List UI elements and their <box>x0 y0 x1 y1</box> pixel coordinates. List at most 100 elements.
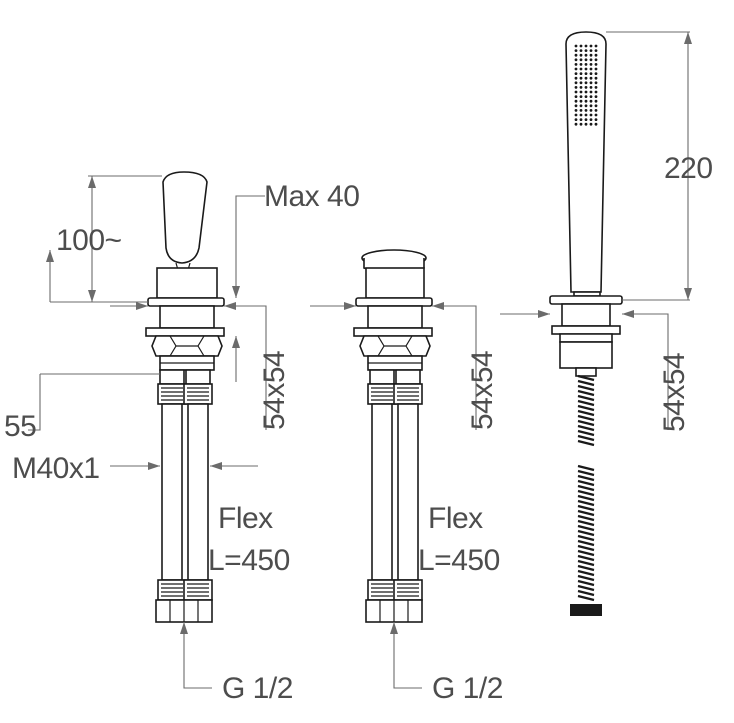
hose-coil <box>577 549 595 557</box>
mixer-lever-unit <box>28 171 267 689</box>
nozzle-dot <box>589 86 593 89</box>
nozzle-dot <box>594 49 598 52</box>
nozzle-dot <box>594 99 598 103</box>
flex-hoses-left <box>155 369 213 623</box>
nozzle-dot <box>589 99 593 103</box>
hose-coil <box>577 484 595 492</box>
nozzle-dot <box>579 99 583 103</box>
nozzle-dot <box>589 76 593 80</box>
nozzle-dot <box>584 113 588 117</box>
nozzle-dot <box>574 118 578 121</box>
label-connection-middle: G 1/2 <box>432 672 503 705</box>
hose-coil <box>577 489 595 497</box>
hose-coil <box>577 429 595 437</box>
spray-nozzles <box>574 44 598 126</box>
label-square-left: 54x54 <box>258 351 291 430</box>
dimension-lines-right <box>500 31 692 430</box>
nozzle-dot <box>584 86 588 89</box>
nozzle-dot <box>579 118 583 121</box>
hose-coil <box>577 529 595 537</box>
nozzle-dot <box>579 104 583 108</box>
lever-handle <box>162 171 208 264</box>
dimension-lines-left <box>28 175 267 689</box>
nozzle-dot <box>579 76 583 80</box>
hand-shower <box>565 31 607 293</box>
hose-coil <box>577 559 595 567</box>
hose-coil <box>577 494 595 502</box>
hose-coil <box>577 509 595 517</box>
hose-coil <box>577 569 595 577</box>
nozzle-dot <box>584 76 588 80</box>
hose-coil <box>577 419 595 427</box>
label-square-middle: 54x54 <box>466 351 499 430</box>
label-thread: M40x1 <box>12 452 100 485</box>
nozzle-dot <box>594 104 598 108</box>
hose-coil <box>577 479 595 487</box>
hose-coil <box>577 514 595 522</box>
nozzle-dot <box>584 81 588 85</box>
nozzle-dot <box>584 99 588 103</box>
label-square-right: 54x54 <box>658 353 691 432</box>
hose-coil <box>577 574 595 582</box>
nozzle-dot <box>584 67 588 71</box>
hose-coil <box>577 539 595 547</box>
nozzle-dot <box>594 95 598 98</box>
nozzle-dot <box>594 113 598 117</box>
shower-holder-rosette <box>549 295 623 305</box>
nozzle-dot <box>589 122 593 126</box>
nozzle-dot <box>594 109 598 112</box>
nozzle-dot <box>574 113 578 117</box>
nozzle-dot <box>594 72 598 75</box>
nozzle-dot <box>594 81 598 85</box>
nozzle-dot <box>594 53 598 57</box>
hose-coil <box>577 414 595 422</box>
flex-hoses-middle <box>365 369 423 623</box>
hose-coil <box>577 499 595 507</box>
label-flex-left: Flex <box>218 502 273 535</box>
hose-coil <box>577 404 595 412</box>
label-flex-middle: Flex <box>428 502 483 535</box>
valve-cap <box>156 267 218 299</box>
nozzle-dot <box>584 90 588 94</box>
label-length-middle: L=450 <box>418 544 500 577</box>
nozzle-dot <box>574 99 578 103</box>
nozzle-dot <box>584 44 588 48</box>
nozzle-dot <box>594 122 598 126</box>
nozzle-dot <box>579 113 583 117</box>
hose-coil <box>577 594 595 602</box>
nozzle-dot <box>589 53 593 57</box>
nozzle-dot <box>579 90 583 94</box>
hose-coil <box>577 439 595 447</box>
hose-coil <box>577 579 595 587</box>
hose-coil <box>577 424 595 432</box>
nozzle-dot <box>594 63 598 66</box>
hose-coil <box>577 584 595 592</box>
label-height-220: 220 <box>664 152 713 185</box>
nozzle-dot <box>574 58 578 62</box>
nozzle-dot <box>584 53 588 57</box>
nozzle-dot <box>589 109 593 112</box>
nozzle-dot <box>574 90 578 94</box>
nozzle-dot <box>594 86 598 89</box>
label-height-100: 100~ <box>56 224 122 257</box>
hose-coil <box>577 564 595 572</box>
nozzle-dot <box>579 122 583 126</box>
nozzle-dot <box>589 118 593 121</box>
nozzle-dot <box>574 67 578 71</box>
nozzle-dot <box>579 49 583 52</box>
hose-coil <box>577 544 595 552</box>
nozzle-dot <box>594 44 598 48</box>
nozzle-dot <box>574 104 578 108</box>
hose-coil <box>577 524 595 532</box>
hose-coil <box>577 434 595 442</box>
nozzle-dot <box>574 122 578 126</box>
nozzle-dot <box>574 72 578 75</box>
hose-coil <box>577 589 595 597</box>
nozzle-dot <box>579 109 583 112</box>
hose-coil <box>577 389 595 397</box>
nozzle-dot <box>574 44 578 48</box>
nozzle-dot <box>584 95 588 98</box>
nozzle-dot <box>589 58 593 62</box>
nozzle-dot <box>584 49 588 52</box>
label-max-40: Max 40 <box>264 180 359 213</box>
